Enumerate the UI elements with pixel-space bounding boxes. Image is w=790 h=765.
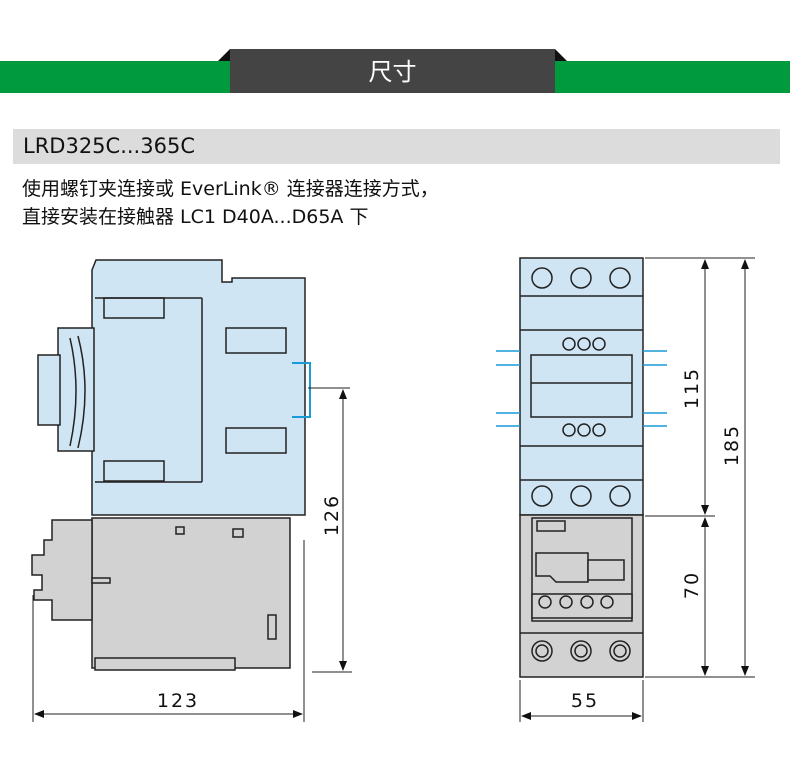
contactor-side bbox=[37, 259, 306, 516]
dimension-55: 55 bbox=[519, 680, 644, 722]
tab-corner-left bbox=[218, 49, 230, 61]
description-line-1: 使用螺钉夹连接或 EverLink® 连接器连接方式， bbox=[22, 178, 439, 200]
overload-relay-front bbox=[519, 514, 644, 678]
dimension-126: 126 bbox=[308, 387, 352, 673]
overload-relay-side bbox=[31, 517, 291, 671]
dimension-label-185: 185 bbox=[721, 424, 743, 466]
dimension-label-55: 55 bbox=[571, 690, 599, 712]
model-title: LRD325C...365C bbox=[13, 129, 780, 164]
din-rail-side bbox=[292, 362, 311, 418]
tab-corner-right bbox=[555, 49, 567, 61]
dimension-123: 123 bbox=[32, 540, 305, 722]
front-view bbox=[496, 257, 667, 678]
side-view bbox=[31, 259, 311, 671]
dimension-label-126: 126 bbox=[321, 494, 343, 536]
dimension-115-70: 115 70 bbox=[645, 257, 755, 678]
description-line-2: 直接安装在接触器 LC1 D40A...D65A 下 bbox=[22, 206, 369, 228]
dimension-label-115: 115 bbox=[681, 367, 703, 409]
dimension-185: 185 bbox=[715, 257, 755, 676]
din-rail-front bbox=[496, 350, 667, 427]
contactor-front bbox=[519, 257, 644, 516]
dimension-label-70: 70 bbox=[681, 571, 703, 599]
section-title: 尺寸 bbox=[230, 49, 555, 93]
dimension-label-123: 123 bbox=[157, 690, 199, 712]
